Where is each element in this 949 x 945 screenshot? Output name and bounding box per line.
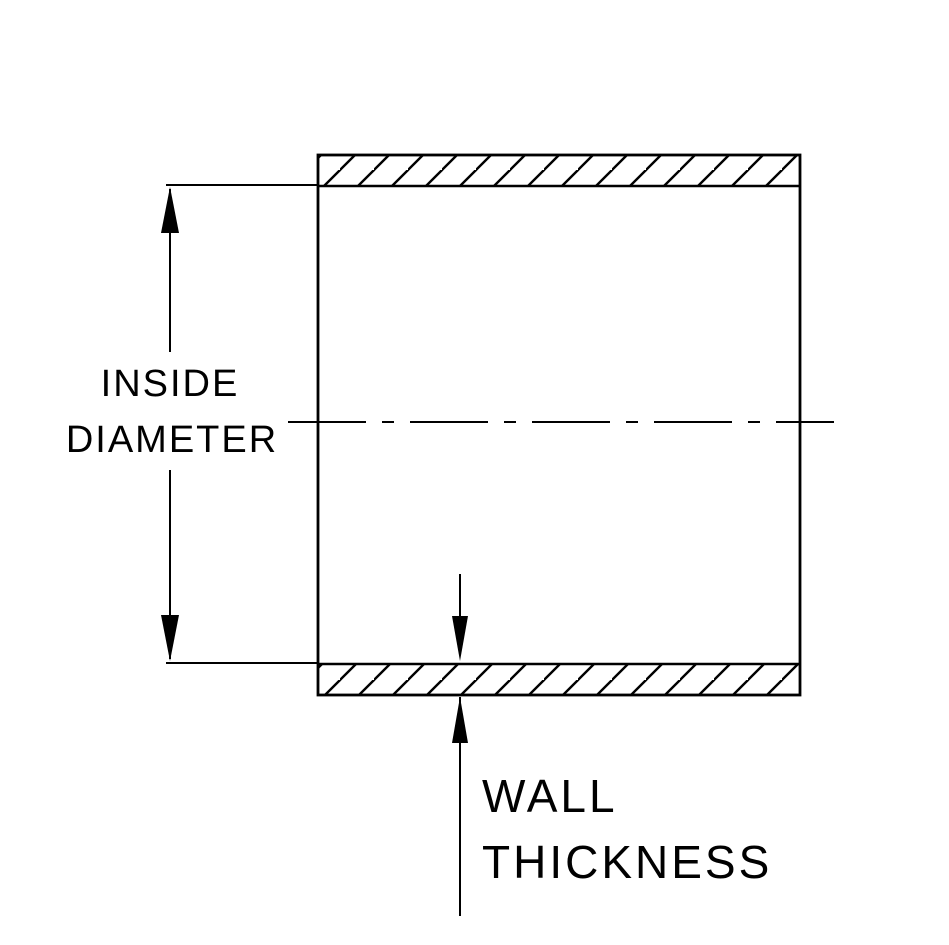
- arrowhead-up-icon: [161, 187, 179, 233]
- tube-outline: [316, 153, 802, 697]
- inside-diameter-label-line2: DIAMETER: [66, 419, 278, 461]
- top-wall-hatch: [318, 155, 800, 186]
- arrowhead-down-icon: [452, 616, 468, 661]
- arrowhead-down-icon: [161, 615, 179, 661]
- inside-diameter-dimension: INSIDE DIAMETER: [66, 184, 318, 664]
- wall-thickness-dimension: WALL THICKNESS: [452, 574, 772, 916]
- bottom-wall-hatch: [318, 664, 800, 695]
- inside-diameter-label-line1: INSIDE: [101, 363, 240, 405]
- wall-thickness-label-line1: WALL: [482, 770, 618, 822]
- wall-thickness-label-line2: THICKNESS: [482, 836, 772, 888]
